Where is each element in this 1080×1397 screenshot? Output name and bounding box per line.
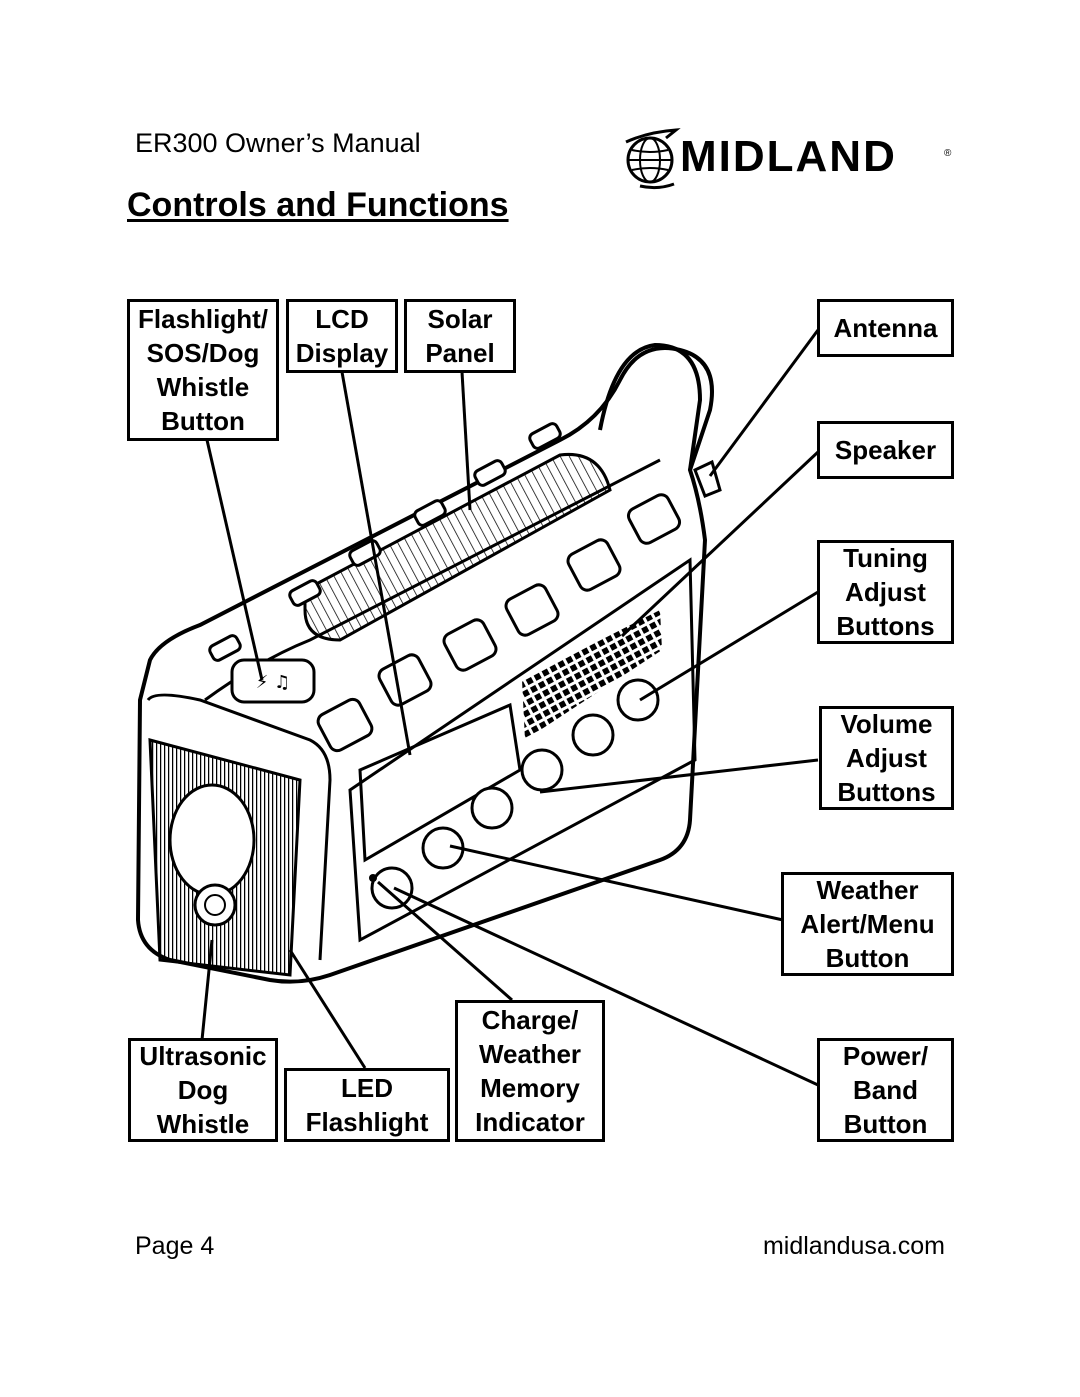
- callout-line: Indicator: [475, 1107, 585, 1137]
- svg-text:⚡ ♫: ⚡ ♫: [256, 672, 291, 693]
- callout-line: Memory: [480, 1073, 580, 1103]
- callout-line: Volume: [840, 709, 933, 739]
- callout-flashlight-sos: Flashlight/ SOS/Dog Whistle Button: [127, 299, 279, 441]
- callout-line: Power/: [842, 1041, 929, 1071]
- callout-line: Buttons: [836, 611, 935, 641]
- manual-title: ER300 Owner’s Manual: [135, 128, 421, 158]
- callout-line: Tuning: [843, 543, 928, 573]
- callout-line: Ultrasonic: [139, 1041, 267, 1071]
- callout-led-flashlight: LED Flashlight: [284, 1068, 450, 1142]
- callout-charge-indicator: Charge/ Weather Memory Indicator: [455, 1000, 605, 1142]
- callout-line: Antenna: [833, 313, 938, 343]
- page-number: Page 4: [135, 1232, 215, 1260]
- callout-line: Solar: [427, 304, 493, 334]
- globe-icon: [625, 128, 681, 190]
- callout-line: Alert/Menu: [800, 909, 935, 939]
- callout-line: Adjust: [846, 743, 927, 773]
- callout-line: LED: [341, 1073, 393, 1103]
- callout-line: Flashlight: [305, 1107, 429, 1137]
- callout-line: Whistle: [156, 1109, 250, 1139]
- callout-lcd-display: LCD Display: [286, 299, 398, 373]
- callout-ultrasonic: Ultrasonic Dog Whistle: [128, 1038, 278, 1142]
- callout-speaker: Speaker: [817, 421, 954, 479]
- callout-line: Whistle: [156, 372, 250, 402]
- callout-line: Charge/: [481, 1005, 579, 1035]
- callout-line: Button: [161, 406, 245, 436]
- callout-tuning: Tuning Adjust Buttons: [817, 540, 954, 644]
- callout-line: SOS/Dog: [146, 338, 260, 368]
- callout-line: Dog: [177, 1075, 229, 1105]
- callout-line: Panel: [425, 338, 495, 368]
- callout-line: Band: [853, 1075, 918, 1105]
- callout-line: Button: [843, 1109, 928, 1139]
- callout-line: Adjust: [845, 577, 926, 607]
- callout-volume: Volume Adjust Buttons: [819, 706, 954, 810]
- logo-wordmark: MIDLAND: [680, 132, 897, 181]
- callout-line: Speaker: [834, 435, 937, 465]
- registered-mark: ®: [944, 148, 952, 159]
- callout-line: Flashlight/: [138, 304, 268, 334]
- callout-line: LCD: [315, 304, 369, 334]
- callout-line: Display: [295, 338, 389, 368]
- callout-line: Buttons: [837, 777, 936, 807]
- callout-line: Button: [825, 943, 910, 973]
- section-title: Controls and Functions: [127, 186, 509, 224]
- callout-solar-panel: Solar Panel: [404, 299, 516, 373]
- callout-power-band: Power/ Band Button: [817, 1038, 954, 1142]
- callout-line: Weather: [816, 875, 919, 905]
- callout-weather-alert: Weather Alert/Menu Button: [781, 872, 954, 976]
- callout-antenna: Antenna: [817, 299, 954, 357]
- website-url: midlandusa.com: [762, 1232, 945, 1260]
- midland-logo: MIDLAND ®: [618, 124, 958, 194]
- callout-line: Weather: [478, 1039, 582, 1069]
